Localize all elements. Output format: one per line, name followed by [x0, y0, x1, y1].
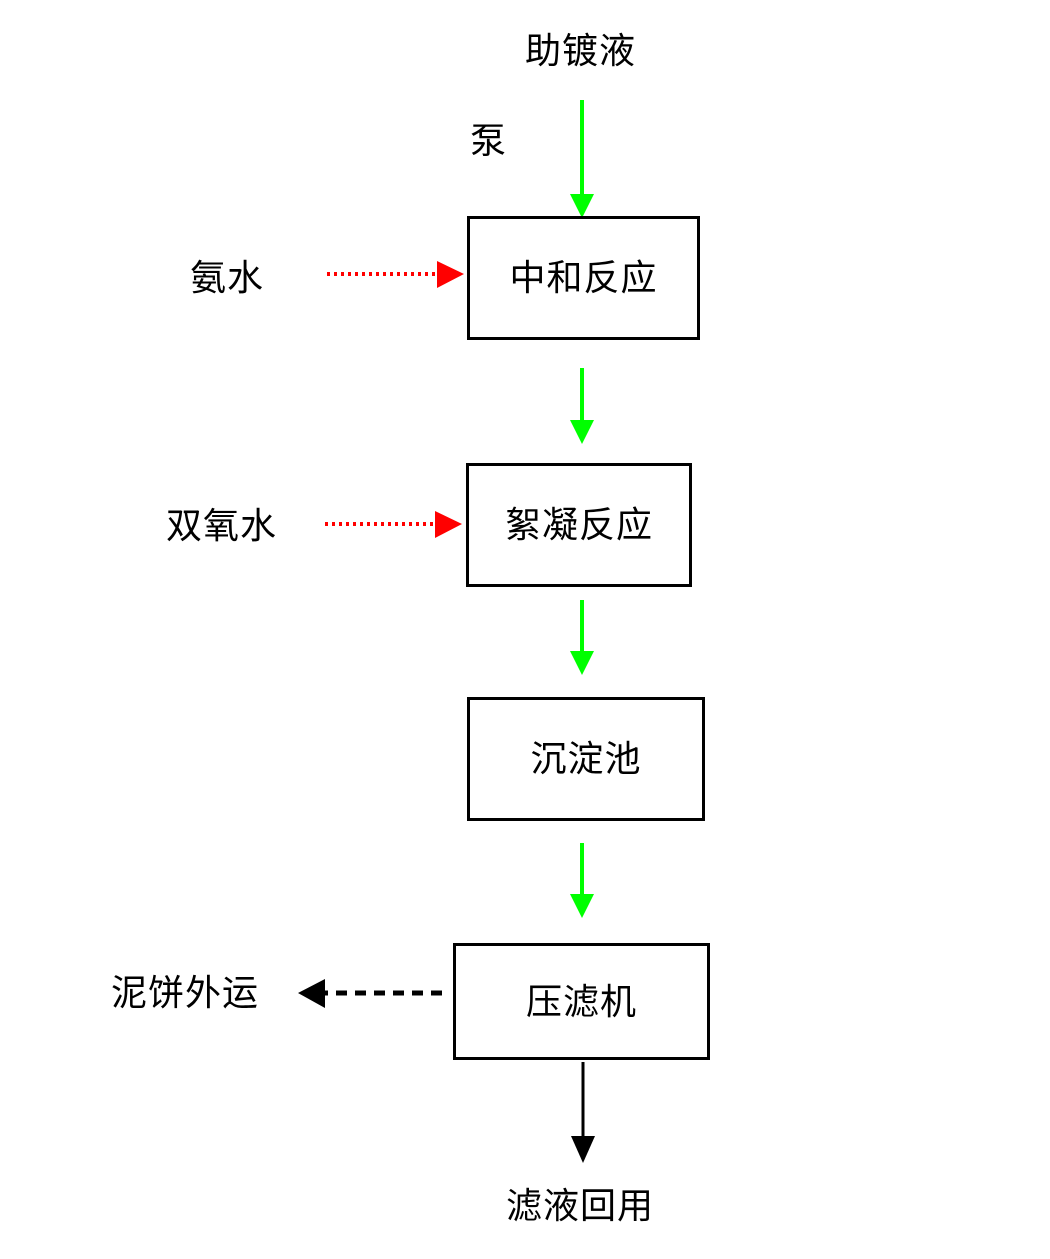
label-filtrate-reuse: 滤液回用 — [506, 1186, 655, 1226]
edge-flocculation-to-sedimentation — [570, 600, 594, 675]
edge-sedimentation-to-filter-press — [570, 843, 594, 918]
edge-neutralization-to-flocculation — [570, 368, 594, 444]
node-neutralization-label: 中和反应 — [509, 258, 658, 298]
node-sedimentation-tank[interactable]: 沉淀池 — [467, 697, 705, 821]
label-pump: 泵 — [470, 121, 508, 161]
label-mud-cake-transport: 泥饼外运 — [111, 973, 260, 1013]
node-flocculation[interactable]: 絮凝反应 — [466, 463, 692, 587]
node-flocculation-label: 絮凝反应 — [504, 505, 653, 545]
label-ammonia: 氨水 — [190, 258, 265, 298]
edge-ammonia-to-neutralization — [327, 261, 464, 288]
edge-filter-press-to-mud-cake — [298, 979, 442, 1008]
edge-flux-to-neutralization — [570, 100, 594, 218]
edge-peroxide-to-flocculation — [325, 511, 462, 538]
label-flux-solution: 助镀液 — [525, 31, 637, 71]
node-neutralization[interactable]: 中和反应 — [467, 216, 700, 340]
node-filter-press[interactable]: 压滤机 — [453, 943, 710, 1060]
label-hydrogen-peroxide: 双氧水 — [166, 506, 278, 546]
node-filter-press-label: 压滤机 — [525, 981, 637, 1022]
edge-filter-press-to-filtrate — [571, 1062, 595, 1163]
node-sedimentation-tank-label: 沉淀池 — [530, 739, 642, 779]
